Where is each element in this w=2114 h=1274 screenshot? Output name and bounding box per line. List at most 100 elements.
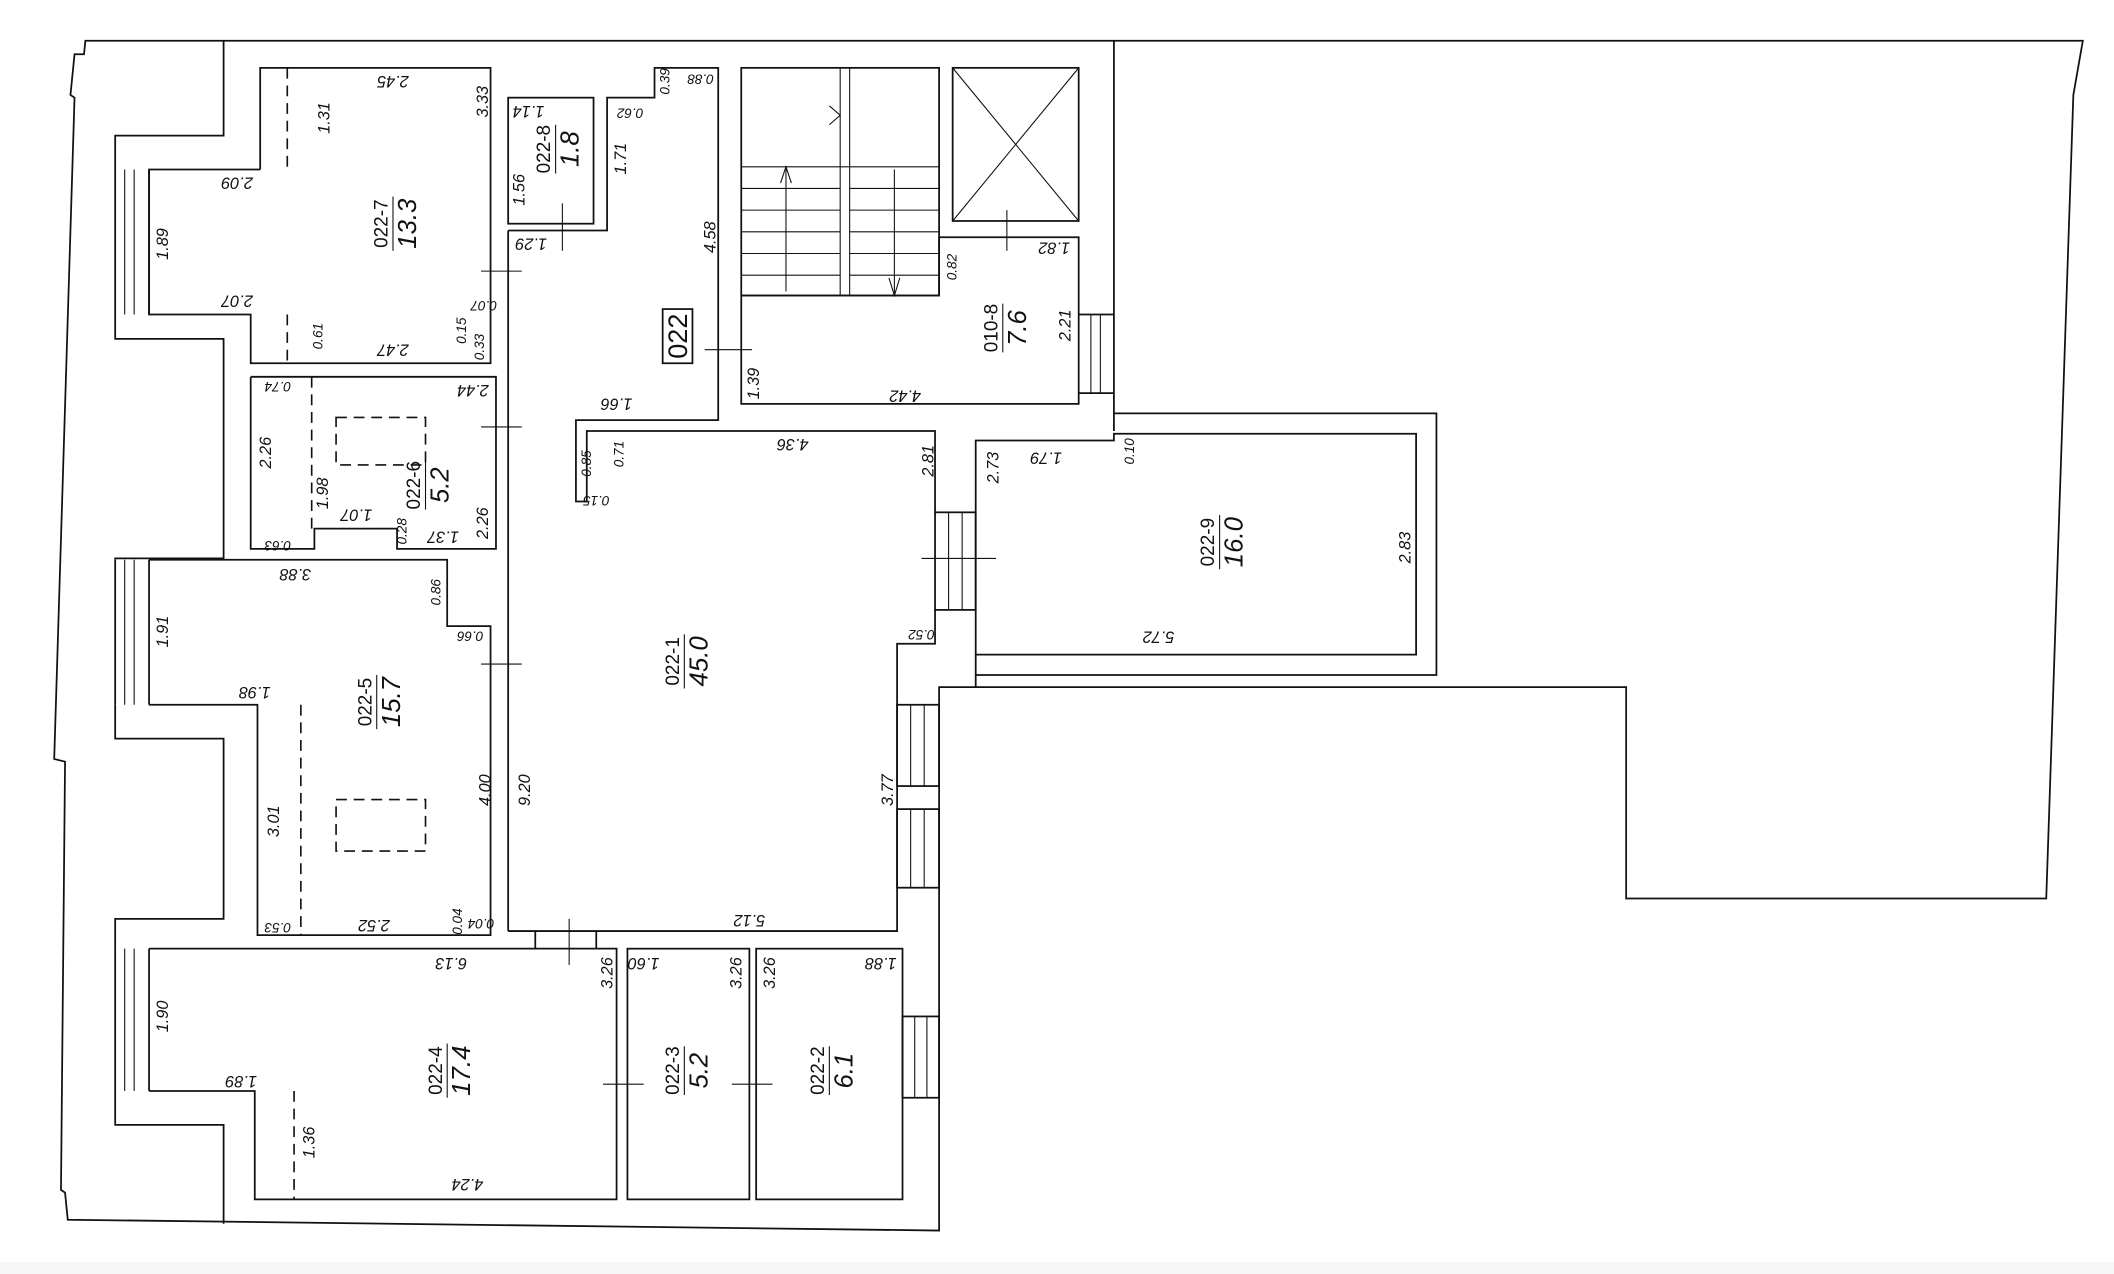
left-wall [114, 40, 225, 1224]
room-022-6 [249, 375, 497, 550]
dim: 0.61 [311, 323, 326, 349]
dim: 2.21 [1057, 310, 1075, 343]
dim: 0.88 [687, 72, 714, 87]
dim: 0.10 [1122, 438, 1137, 465]
window-010-8 [1078, 313, 1114, 394]
room-022-5 [149, 558, 492, 937]
dim: 2.81 [920, 445, 938, 478]
dim: 4.24 [452, 1175, 484, 1193]
dim: 2.07 [220, 292, 254, 310]
svg-text:16.0: 16.0 [1221, 516, 1249, 567]
dim: 0.15 [583, 493, 610, 508]
dim: 2.09 [221, 174, 254, 192]
room-022-1 [508, 609, 936, 932]
dim: 0.52 [908, 627, 935, 642]
dim: 0.85 [579, 450, 594, 477]
window-3 [114, 948, 150, 1091]
room-010-8 [740, 236, 1114, 405]
dim: 0.53 [264, 920, 291, 935]
dim: 1.91 [154, 616, 172, 648]
dim: 1.29 [515, 235, 547, 253]
dim: 3.26 [761, 956, 779, 989]
svg-text:45.0: 45.0 [685, 636, 713, 687]
window-2 [114, 559, 150, 705]
dim: 1.37 [426, 527, 459, 545]
dim: 3.26 [727, 956, 745, 989]
dim: 1.82 [1038, 239, 1070, 257]
svg-text:022-1: 022-1 [663, 637, 684, 686]
dim: 0.07 [470, 298, 497, 313]
windows-right [896, 511, 977, 1099]
dim: 2.45 [376, 72, 410, 90]
dimension-labels: 2.45 3.33 1.31 2.09 1.89 2.07 0.61 2.47 … [154, 68, 1415, 1193]
dim: 0.62 [616, 106, 643, 121]
dim: 1.14 [513, 102, 545, 120]
room-022-8 [507, 96, 595, 225]
dim: 1.88 [865, 954, 897, 972]
room-022-7 [148, 66, 492, 365]
door-marks [481, 203, 1008, 1085]
dim: 4.42 [889, 386, 921, 404]
dim: 3.26 [599, 956, 617, 989]
dim: 3.01 [265, 805, 283, 837]
room-022-9 [974, 412, 1438, 688]
stairwell [740, 66, 940, 298]
dim: 4.58 [702, 221, 720, 253]
dim: 0.86 [428, 579, 443, 606]
dim: 2.73 [985, 452, 1003, 485]
svg-text:022-5: 022-5 [355, 678, 376, 727]
dim: 0.04 [450, 908, 465, 935]
dim: 1.90 [154, 1001, 172, 1033]
window-1 [114, 169, 150, 315]
dim: 5.12 [734, 911, 766, 929]
dim: 0.71 [611, 441, 626, 467]
dim: 2.44 [457, 381, 490, 399]
svg-text:022: 022 [662, 314, 693, 359]
dim: 1.89 [225, 1072, 257, 1090]
room-022-4 [149, 947, 618, 1201]
svg-text:5.2: 5.2 [427, 467, 455, 503]
svg-text:022-2: 022-2 [808, 1046, 829, 1095]
svg-text:022-6: 022-6 [404, 461, 425, 510]
dim: 1.66 [600, 394, 633, 412]
dim: 2.26 [474, 506, 492, 540]
apartment-label: 022 [661, 308, 694, 365]
dim: 0.82 [945, 253, 960, 280]
dim: 1.98 [239, 683, 271, 701]
dim: 1.79 [1030, 449, 1062, 467]
dim: 2.83 [1397, 532, 1415, 565]
dim: 0.63 [264, 538, 291, 553]
dim: 1.98 [314, 478, 332, 510]
dim: 1.89 [154, 228, 172, 260]
dim: 9.20 [516, 774, 534, 806]
dim: 2.26 [257, 436, 275, 470]
svg-text:022-8: 022-8 [534, 125, 555, 174]
dim: 5.72 [1143, 628, 1175, 646]
svg-text:022-4: 022-4 [426, 1046, 447, 1095]
svg-text:022-7: 022-7 [372, 199, 393, 248]
elevator-shaft [951, 66, 1080, 222]
svg-text:6.1: 6.1 [830, 1053, 858, 1089]
dim: 2.52 [358, 916, 391, 934]
dim: 3.33 [474, 86, 492, 118]
dim: 0.28 [395, 518, 410, 545]
svg-text:5.2: 5.2 [685, 1053, 713, 1089]
dim: 4.00 [477, 774, 495, 806]
dim: 1.56 [510, 173, 528, 206]
dim: 0.04 [467, 916, 494, 931]
dim: 0.39 [657, 68, 672, 95]
dim: 1.31 [315, 102, 333, 134]
dim: 6.13 [435, 954, 467, 972]
corridor-022 [507, 66, 936, 932]
dim: 2.47 [376, 340, 410, 358]
dim: 0.33 [472, 333, 487, 360]
dim: 0.74 [264, 379, 291, 394]
